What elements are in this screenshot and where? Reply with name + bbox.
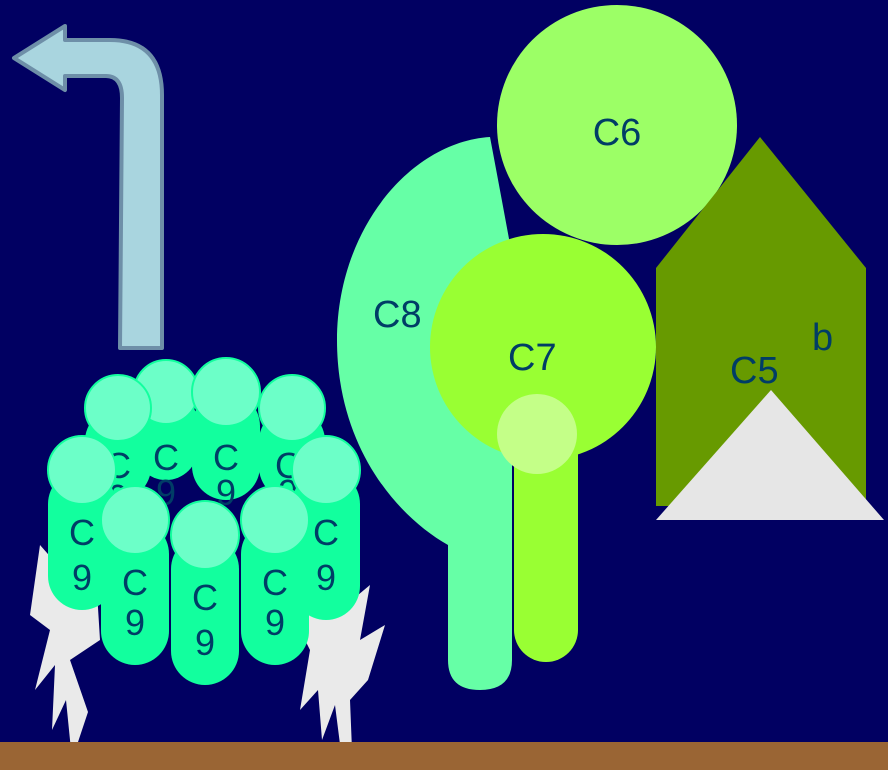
c9-cylinder-body — [101, 520, 169, 665]
c9-label-letter: C — [213, 437, 239, 478]
c9-label-number: 9 — [216, 472, 236, 513]
c9-label-letter: C — [192, 577, 218, 618]
c5b-pentagon — [656, 137, 866, 506]
c9-cylinder-cap — [258, 374, 326, 442]
membrane-spike-2 — [300, 575, 385, 760]
c9-cylinder: C9 — [100, 485, 170, 665]
c9-label-number: 9 — [125, 602, 145, 643]
c7-stalk — [514, 420, 578, 662]
c9-cylinder-cap — [191, 357, 261, 427]
c9-label-letter: C — [69, 512, 95, 553]
membrane-spike-1 — [30, 510, 100, 760]
c6-label: C6 — [593, 112, 642, 154]
c9-cylinder-cap — [240, 485, 310, 555]
c9-label-letter: C — [313, 512, 339, 553]
c7-circle — [430, 234, 656, 460]
c9-cylinder-cap — [100, 485, 170, 555]
c6-circle — [497, 5, 737, 245]
c9-cylinder-cap — [291, 435, 361, 505]
c9-cylinder: C9 — [240, 485, 310, 665]
c9-cylinder-cap — [47, 435, 117, 505]
c7-inner-patch — [497, 394, 577, 474]
c5-suffix-label: b — [812, 317, 833, 359]
c5b-cleft-triangle — [656, 390, 884, 520]
c7-label: C7 — [508, 337, 557, 379]
c9-label-letter: C — [153, 437, 179, 478]
c9-label-letter: C — [122, 562, 148, 603]
poly-c9-pore: C9C9C9C9C9C9C9C9C9 — [30, 357, 385, 760]
c5-label: C5 — [730, 350, 779, 392]
c9-cylinder-cap — [170, 500, 240, 570]
c9-cylinder-body — [48, 470, 116, 610]
c9-cylinder: C9 — [84, 374, 152, 518]
c9-label-number: 9 — [265, 602, 285, 643]
c9-label-number: 9 — [195, 622, 215, 663]
c9-label-number: 9 — [72, 557, 92, 598]
c5b-component: C5 b — [656, 137, 884, 520]
cell-membrane — [0, 742, 888, 770]
c9-label-letter: C — [262, 562, 288, 603]
bent-arrow-icon — [12, 24, 164, 350]
c7-component: C7 — [430, 234, 656, 662]
c9-cylinder: C9 — [191, 357, 261, 513]
c9-label-number: 9 — [316, 557, 336, 598]
c9-cylinder: C9 — [291, 435, 361, 620]
c9-cylinder: C9 — [47, 435, 117, 610]
c9-cylinder-cap — [84, 374, 152, 442]
c6-component: C6 — [497, 5, 737, 245]
c9-cylinder: C9 — [170, 500, 240, 685]
c9-cylinder-body — [171, 535, 239, 685]
c9-cylinder-body — [241, 520, 309, 665]
c8-label: C8 — [373, 294, 422, 336]
